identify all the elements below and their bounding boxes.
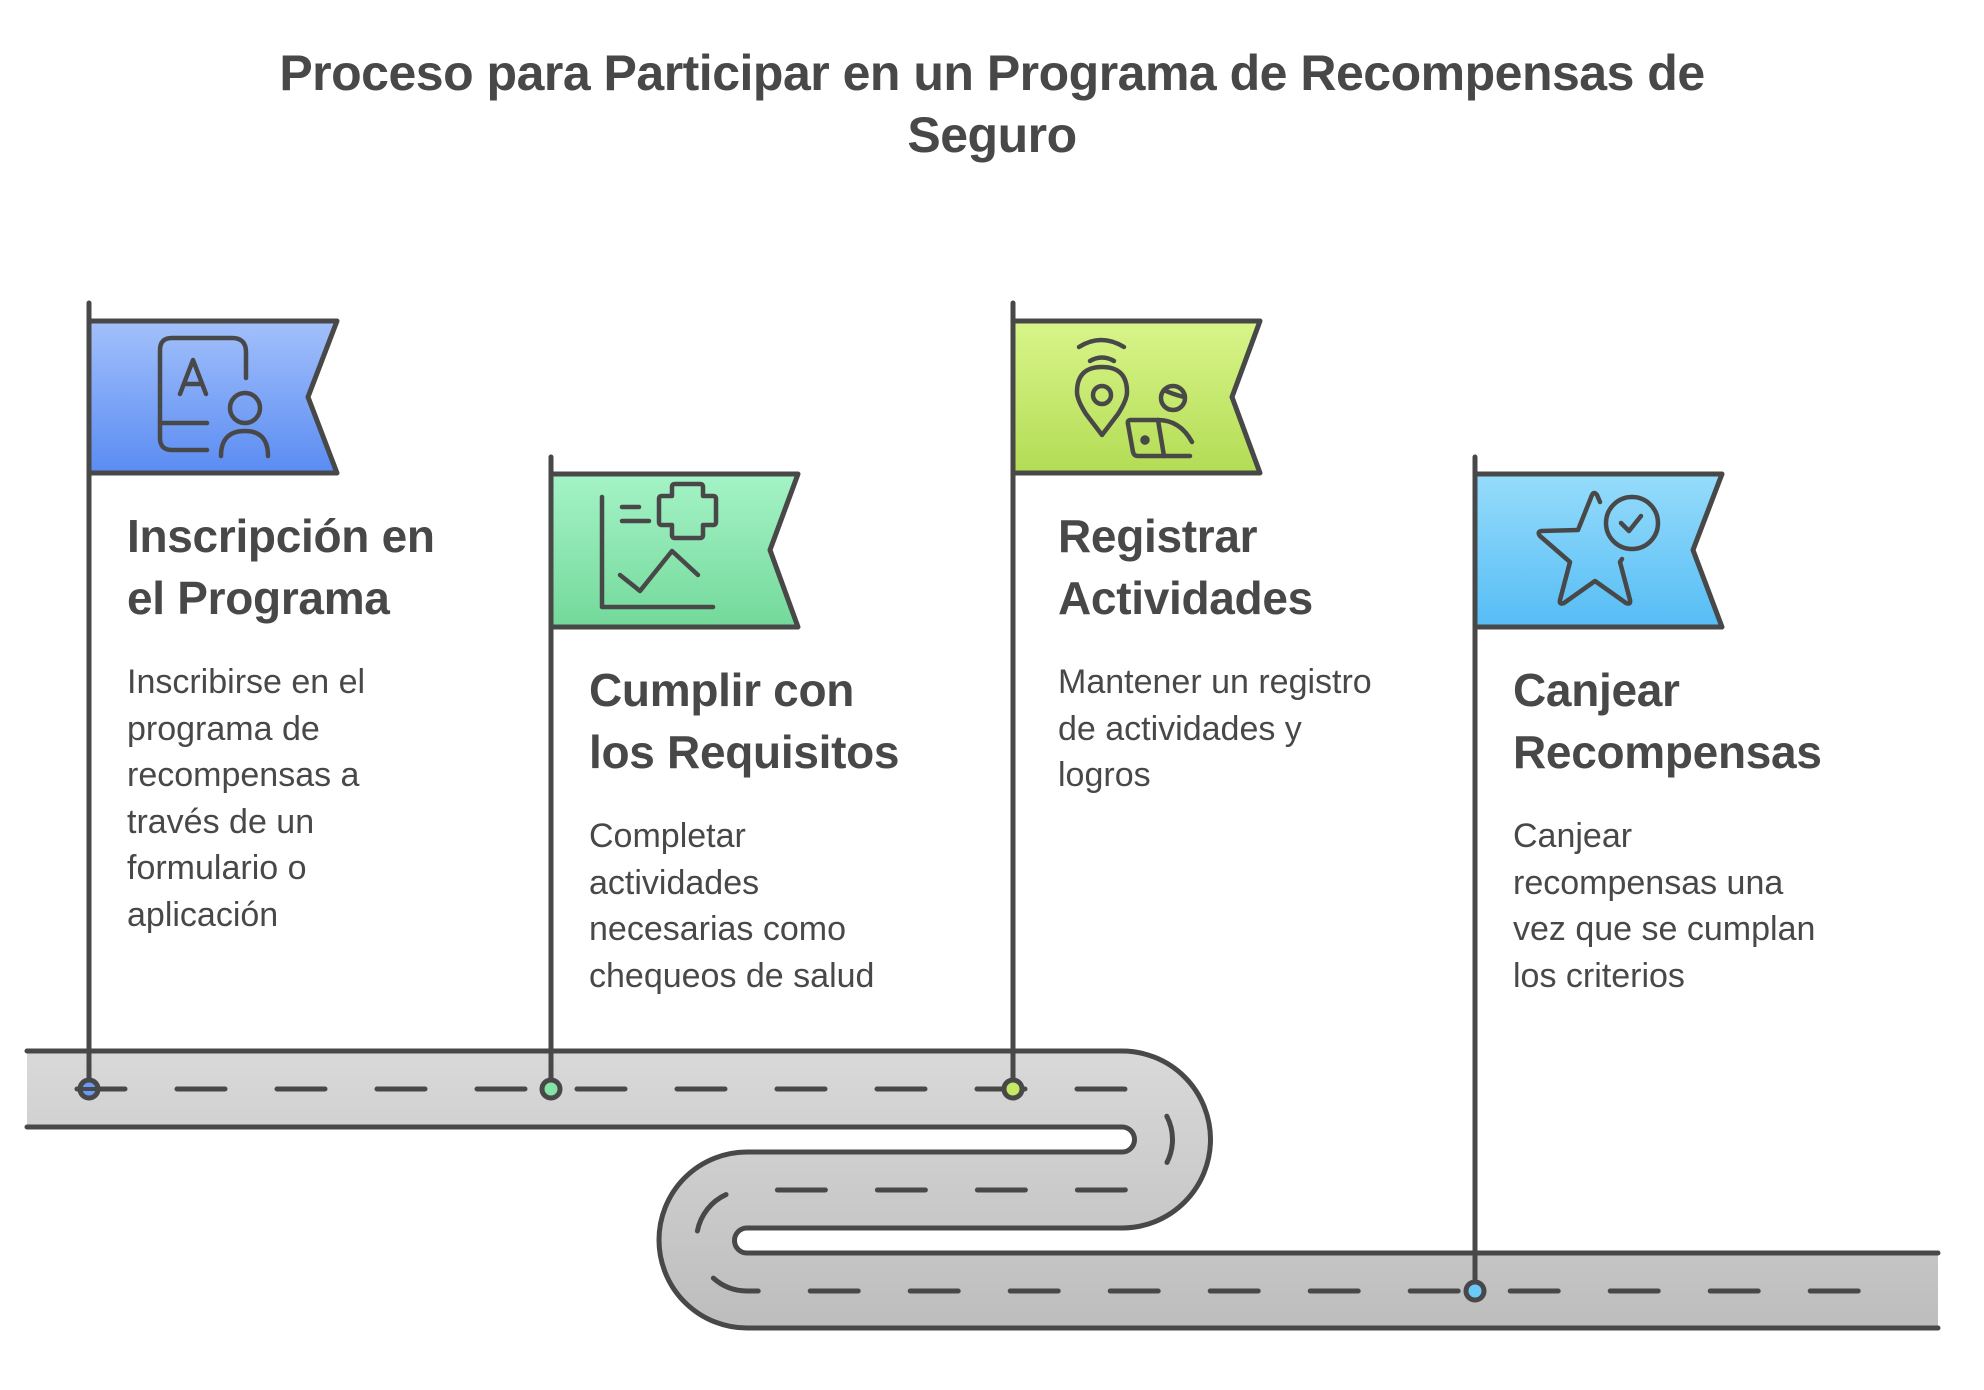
- description-line: necesarias como: [589, 910, 847, 948]
- step-text-enrollment: Inscripción en el Programa Inscribirse e…: [127, 505, 507, 938]
- heading-line: Actividades: [1058, 572, 1313, 624]
- description-line: Mantener un registro: [1058, 663, 1372, 701]
- step-description: Canjear recompensas una vez que se cumpl…: [1513, 813, 1893, 999]
- diagram-title: Proceso para Participar en un Programa d…: [0, 42, 1984, 166]
- heading-line: Cumplir con: [589, 664, 855, 716]
- heading-line: Canjear: [1513, 664, 1680, 716]
- heading-line: los Requisitos: [589, 726, 900, 778]
- title-line: Proceso para Participar en un Programa d…: [279, 45, 1705, 101]
- step-description: Mantener un registro de actividades y lo…: [1058, 659, 1438, 799]
- step-heading: Cumplir con los Requisitos: [589, 659, 969, 783]
- heading-line: Inscripción en: [127, 510, 435, 562]
- step-description: Inscribirse en el programa de recompensa…: [127, 659, 457, 938]
- star-check-icon: [1536, 490, 1661, 606]
- location-tracking-icon: [1074, 337, 1195, 459]
- description-line: actividades: [589, 863, 760, 902]
- description-line: Completar: [589, 817, 746, 855]
- road: [24, 1048, 1941, 1331]
- description-line: aplicación: [127, 895, 279, 934]
- step-heading: Inscripción en el Programa: [127, 505, 507, 629]
- step-text-requirements: Cumplir con los Requisitos Completar act…: [589, 659, 969, 999]
- description-line: formulario o: [127, 849, 307, 887]
- title-line: Seguro: [907, 107, 1077, 163]
- step-flag-redeem: [1463, 454, 1725, 1303]
- road-edge-inner: [24, 1124, 1941, 1331]
- mobile-app-user-icon: [157, 335, 271, 459]
- description-line: programa de: [127, 709, 320, 748]
- step-text-redeem: Canjear Recompensas Canjear recompensas …: [1513, 659, 1893, 999]
- step-flag-requirements: [539, 454, 801, 1101]
- step-text-record: Registrar Actividades Mantener un regist…: [1058, 505, 1438, 799]
- description-line: Canjear: [1513, 817, 1633, 855]
- heading-line: el Programa: [127, 572, 390, 624]
- description-line: de actividades y: [1058, 709, 1302, 748]
- flag-banner: [86, 318, 340, 476]
- road-marker: [539, 1077, 563, 1101]
- description-line: los criterios: [1513, 956, 1685, 995]
- road-marker: [1463, 1279, 1487, 1303]
- heading-line: Recompensas: [1513, 726, 1822, 778]
- heading-line: Registrar: [1058, 510, 1258, 562]
- description-line: vez que se cumplan: [1513, 910, 1816, 948]
- flag-banner: [1472, 471, 1725, 630]
- description-line: chequeos de salud: [589, 956, 875, 995]
- description-line: logros: [1058, 756, 1151, 794]
- description-line: recompensas a: [127, 756, 360, 794]
- step-flag-enrollment: [77, 300, 340, 1101]
- step-description: Completar actividades necesarias como ch…: [589, 813, 919, 999]
- flag-banner: [1010, 318, 1263, 476]
- description-line: recompensas una: [1513, 863, 1784, 902]
- description-line: Inscribirse en el: [127, 663, 366, 701]
- health-chart-icon: [599, 481, 719, 610]
- road-marker: [1001, 1077, 1025, 1101]
- step-heading: Registrar Actividades: [1058, 505, 1438, 629]
- road-edge-outer: [24, 1048, 1941, 1256]
- description-line: través de un: [127, 802, 315, 841]
- step-heading: Canjear Recompensas: [1513, 659, 1893, 783]
- step-flag-record: [1001, 300, 1263, 1101]
